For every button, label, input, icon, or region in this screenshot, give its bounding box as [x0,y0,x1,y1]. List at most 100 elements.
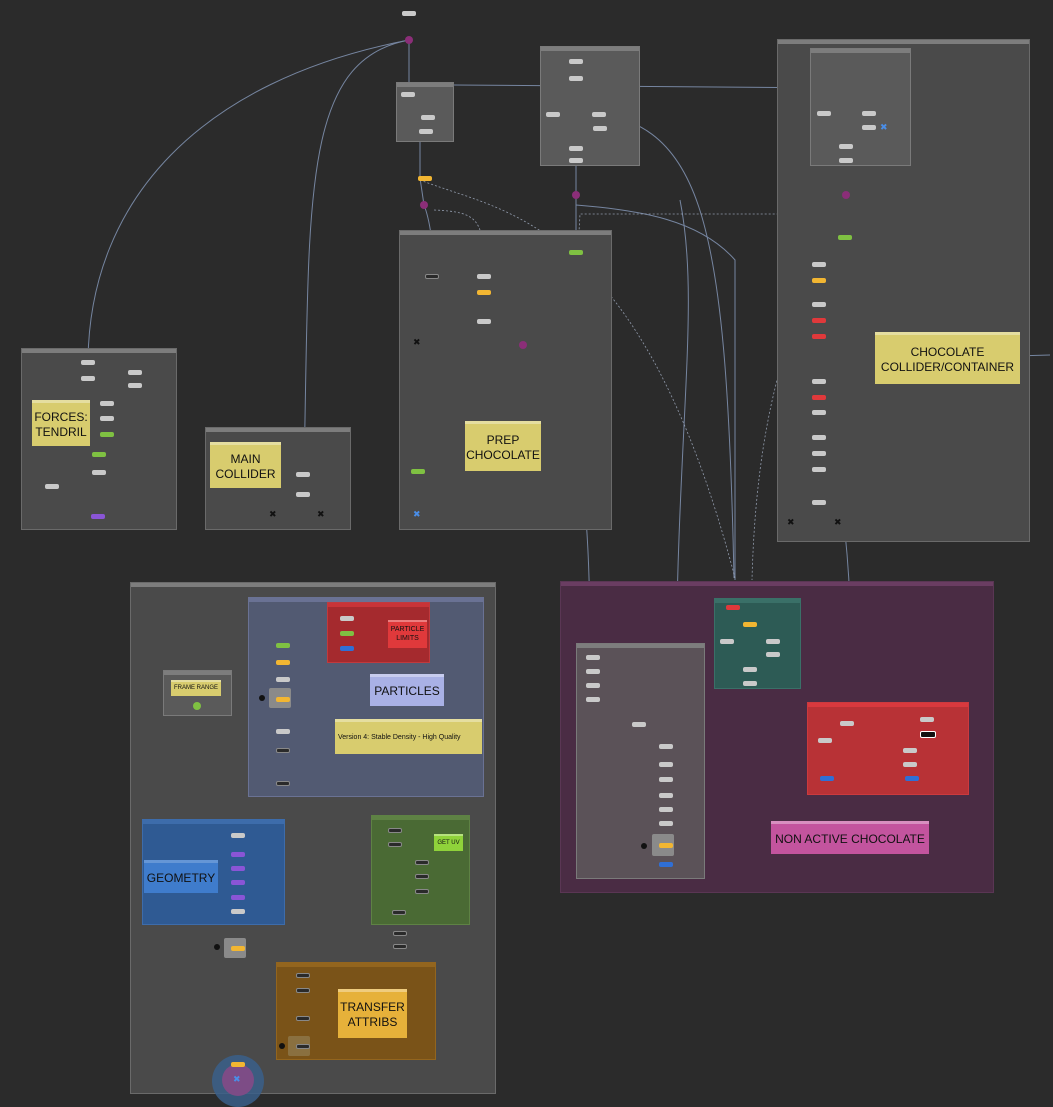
null-out-icon[interactable]: ✖ [880,123,888,133]
transfer-attribs-note[interactable]: TRANSFER ATTRIBS [338,989,407,1038]
node[interactable] [812,302,826,307]
node[interactable] [91,514,105,519]
node[interactable] [421,115,435,120]
node[interactable] [388,828,402,833]
node[interactable] [100,432,114,437]
node[interactable] [838,235,852,240]
null-out-icon[interactable]: ✖ [317,510,325,520]
node[interactable] [659,862,673,867]
node[interactable] [818,738,832,743]
node[interactable] [812,318,826,323]
node[interactable] [840,721,854,726]
node[interactable] [720,639,734,644]
node[interactable] [586,683,600,688]
node[interactable] [743,622,757,627]
node[interactable] [905,776,919,781]
null-out-icon[interactable]: ✖ [413,510,421,520]
node-file[interactable] [402,11,416,16]
node[interactable] [743,681,757,686]
node[interactable] [477,319,491,324]
node[interactable] [920,717,934,722]
node[interactable] [820,776,834,781]
chocolate-collider-note[interactable]: CHOCOLATE COLLIDER/CONTAINER [875,332,1020,384]
node-object-merge[interactable] [519,341,527,349]
node[interactable] [569,250,583,255]
node[interactable] [296,1044,310,1049]
node[interactable] [812,500,826,505]
node[interactable] [812,379,826,384]
version-note[interactable]: Version 4: Stable Density - High Quality [335,719,482,754]
node[interactable] [415,889,429,894]
node[interactable] [569,76,583,81]
node[interactable] [231,1062,245,1067]
node[interactable] [45,484,59,489]
node[interactable] [812,467,826,472]
node[interactable] [392,910,406,915]
get-uv-note[interactable]: GET UV [434,834,463,851]
node[interactable] [388,842,402,847]
null-out-icon[interactable]: ✖ [413,338,421,348]
node[interactable] [231,909,245,914]
geometry-note[interactable]: GEOMETRY [144,860,218,893]
node-object-merge[interactable] [842,191,850,199]
node[interactable] [340,646,354,651]
node[interactable] [569,59,583,64]
forces-tendril-note[interactable]: FORCES: TENDRIL [32,400,90,446]
node[interactable] [231,833,245,838]
node[interactable] [100,416,114,421]
render-flag-icon[interactable] [222,1064,254,1096]
node[interactable] [296,1016,310,1021]
node[interactable] [812,278,826,283]
node[interactable] [726,605,740,610]
null-out-icon[interactable]: ✖ [834,518,842,528]
node[interactable] [231,895,245,900]
node[interactable] [903,748,917,753]
node[interactable] [839,144,853,149]
non-active-chocolate-note[interactable]: NON ACTIVE CHOCOLATE [771,821,929,854]
node[interactable] [546,112,560,117]
node[interactable] [812,435,826,440]
node[interactable] [862,125,876,130]
prep-chocolate-note[interactable]: PREP CHOCOLATE [465,421,541,471]
node[interactable] [128,383,142,388]
node-object-merge[interactable] [572,191,580,199]
null-out-icon[interactable]: ✖ [233,1075,241,1085]
node-input[interactable] [279,1043,285,1049]
node[interactable] [231,852,245,857]
node[interactable] [812,262,826,267]
node[interactable] [425,274,439,279]
node[interactable] [296,472,310,477]
node[interactable] [81,360,95,365]
node[interactable] [276,677,290,682]
main-collider-note[interactable]: MAIN COLLIDER [210,442,281,488]
node-input[interactable] [259,695,265,701]
node[interactable] [743,667,757,672]
node[interactable] [766,652,780,657]
node-input[interactable] [641,843,647,849]
node[interactable] [296,973,310,978]
node[interactable] [766,639,780,644]
node[interactable] [92,452,106,457]
node[interactable] [477,290,491,295]
node[interactable] [276,697,290,702]
node[interactable] [839,158,853,163]
node[interactable] [100,401,114,406]
node[interactable] [231,880,245,885]
node[interactable] [812,334,826,339]
node[interactable] [231,946,245,951]
null-out-icon[interactable]: ✖ [269,510,277,520]
node[interactable] [812,395,826,400]
node[interactable] [393,931,407,936]
node[interactable] [92,470,106,475]
node[interactable] [586,669,600,674]
node-object-merge[interactable] [420,201,428,209]
node[interactable] [592,112,606,117]
node[interactable] [903,762,917,767]
node[interactable] [659,807,673,812]
node[interactable] [659,793,673,798]
node[interactable] [477,274,491,279]
node[interactable] [276,660,290,665]
particle-limits-note[interactable]: PARTICLE LIMITS [388,620,427,648]
node[interactable] [817,111,831,116]
node[interactable] [593,126,607,131]
